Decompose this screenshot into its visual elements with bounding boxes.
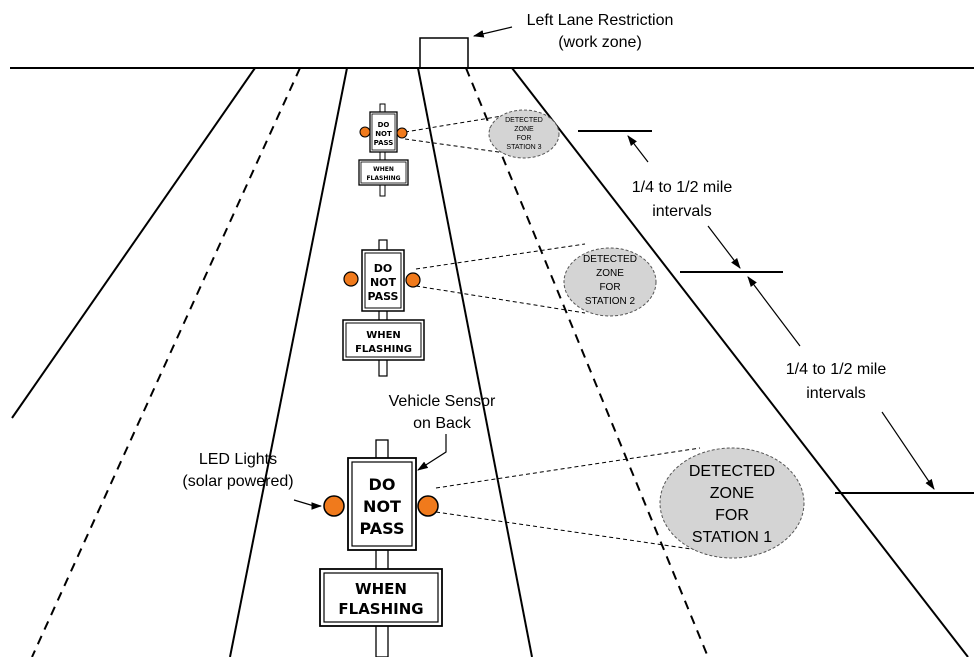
sign-2-text-flashing: FLASHING	[355, 344, 412, 355]
zone-1-line4: STATION 1	[692, 529, 772, 546]
sign-3-plaque	[358, 159, 409, 186]
interval-arrow-upper-top	[627, 135, 649, 163]
vehicle-sensor-label-line1: Vehicle Sensor	[389, 393, 496, 410]
zone-2-beam-top	[415, 243, 586, 270]
lane-line-dashed-right	[465, 67, 709, 657]
vehicle-sensor-arrow	[417, 434, 447, 471]
zone-3-ellipse	[488, 109, 560, 159]
led-lights-label-line2: (solar powered)	[182, 473, 293, 490]
left-lane-restriction-label: Left Lane Restriction	[527, 12, 674, 29]
sign-3-text-flashing: FLASHING	[366, 175, 400, 182]
zone-1-line2: ZONE	[710, 485, 754, 502]
zone-2-line4: STATION 2	[585, 296, 636, 307]
interval-lower-label-line1: 1/4 to 1/2 mile	[786, 361, 887, 378]
sign-1-plaque-inner	[323, 572, 439, 623]
sign-3-panel-inner	[371, 113, 396, 151]
lane-line-solid-left	[229, 67, 348, 657]
zone-1-line1: DETECTED	[689, 463, 775, 480]
sign-station-3: DO NOT PASS WHEN FLASHING	[358, 103, 409, 197]
led-lights-arrow	[293, 499, 323, 510]
sign-3-panel	[369, 111, 398, 153]
vehicle-sensor-label-line2: on Back	[413, 415, 472, 432]
interval-arrow-lower-top	[747, 276, 801, 347]
sign-2-text-when: WHEN	[366, 330, 401, 341]
sign-2-led-left	[343, 271, 359, 287]
sign-2-panel-inner	[364, 252, 402, 309]
detected-zone-station-2: DETECTED ZONE FOR STATION 2	[415, 243, 657, 317]
zone-2-line2: ZONE	[596, 268, 624, 279]
lane-line-dashed-left	[31, 67, 301, 657]
zone-2-line1: DETECTED	[583, 254, 637, 265]
sign-2-panel	[361, 249, 405, 312]
sign-1-text-when: WHEN	[355, 580, 407, 598]
sign-2-text-do: DO	[374, 262, 392, 275]
work-zone-callout: Left Lane Restriction (work zone)	[419, 12, 674, 68]
zone-3-line1: DETECTED	[505, 117, 543, 124]
sign-station-2: DO NOT PASS WHEN FLASHING	[342, 239, 425, 377]
work-zone-box	[419, 37, 469, 68]
road-left-edge	[11, 67, 256, 419]
sign-1-text-flashing: FLASHING	[338, 600, 423, 618]
detected-zone-station-1: DETECTED ZONE FOR STATION 1	[435, 447, 805, 559]
sign-2-led-right	[405, 272, 421, 288]
sign-2-plaque-inner	[345, 322, 422, 358]
sign-3-led-left	[359, 126, 371, 138]
work-zone-arrow	[472, 26, 513, 38]
sign-station-1: DO NOT PASS WHEN FLASHING	[319, 439, 443, 657]
zone-2-line3: FOR	[599, 282, 620, 293]
sign-3-led-right	[396, 127, 408, 139]
zone-3-line4: STATION 3	[506, 144, 541, 151]
zone-3-line3: FOR	[517, 135, 532, 142]
zone-3-beam-top	[404, 115, 503, 133]
interval-lower-label-line2: intervals	[806, 385, 866, 402]
interval-upper-label-line2: intervals	[652, 203, 712, 220]
zone-1-beam-bottom	[435, 511, 713, 553]
zone-1-beam-top	[435, 447, 701, 489]
detected-zone-station-3: DETECTED ZONE FOR STATION 3	[404, 109, 560, 159]
zone-3-beam-bottom	[404, 138, 521, 156]
zone-2-beam-bottom	[415, 285, 586, 314]
sign-3-text-do: DO	[378, 121, 390, 129]
interval-upper-label-line1: 1/4 to 1/2 mile	[632, 179, 733, 196]
sign-callouts: Vehicle Sensor on Back LED Lights (solar…	[182, 393, 496, 510]
sign-3-text-when: WHEN	[373, 166, 394, 173]
interval-markers: 1/4 to 1/2 mile intervals 1/4 to 1/2 mil…	[578, 130, 974, 494]
sign-1-panel-inner	[351, 461, 413, 547]
road	[10, 67, 974, 657]
work-zone-label: (work zone)	[558, 34, 642, 51]
sign-2-plaque	[342, 319, 425, 361]
sign-1-led-left	[323, 495, 345, 517]
zone-3-line2: ZONE	[514, 126, 534, 133]
road-right-edge	[511, 67, 969, 657]
sign-1-plaque	[319, 568, 443, 627]
sign-1-led-right	[417, 495, 439, 517]
sign-3-plaque-inner	[360, 161, 407, 184]
led-lights-label-line1: LED Lights	[199, 451, 277, 468]
sign-1-panel	[347, 457, 417, 551]
zone-2-ellipse	[563, 247, 657, 317]
interval-arrow-lower-bottom	[881, 411, 935, 490]
sign-1-text-do: DO	[369, 475, 396, 494]
sign-2-text-pass: PASS	[368, 290, 399, 303]
center-line	[417, 67, 533, 657]
zone-1-ellipse	[659, 447, 805, 559]
sign-3-text-pass: PASS	[374, 139, 394, 147]
sign-1-text-pass: PASS	[360, 519, 405, 538]
sign-1-text-not: NOT	[363, 497, 401, 516]
sign-3-text-not: NOT	[375, 130, 392, 138]
interval-arrow-upper-bottom	[707, 225, 741, 269]
sign-2-text-not: NOT	[370, 276, 397, 289]
zone-1-line3: FOR	[715, 507, 749, 524]
